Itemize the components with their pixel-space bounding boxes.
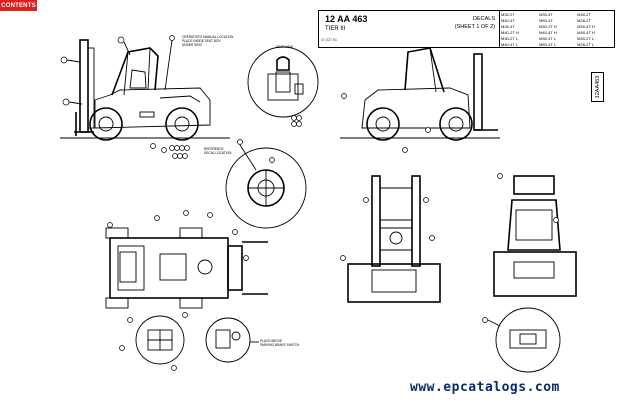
drawing-code: 07-027-91: [321, 38, 337, 42]
tier-label: TIER III: [325, 26, 346, 32]
model-row: M26-4T M30-2T H M30-4T H: [501, 24, 613, 30]
model-entry: M50-4T L: [539, 42, 557, 47]
model-entry: M26-4T: [501, 24, 515, 29]
svg-text:UNDER SEAT: UNDER SEAT: [182, 43, 202, 47]
model-entry: M50-4T H: [577, 30, 595, 35]
svg-text:DECAL LOCATION: DECAL LOCATION: [204, 151, 232, 155]
model-entry: M50-4T: [539, 18, 553, 23]
dash-detail: [119, 315, 185, 371]
model-entry: M26-2T: [577, 18, 591, 23]
sheet-label: (SHEET 1 OF 2): [454, 24, 495, 30]
steering-detail: [225, 139, 307, 229]
contents-button[interactable]: CONTENTS: [0, 0, 37, 11]
svg-text:REFERENCE: REFERENCE: [204, 147, 224, 151]
drawing-title: DECALS: [472, 16, 495, 22]
title-divider: [499, 11, 500, 48]
model-entry: M30-4T: [539, 12, 553, 17]
svg-text:SEAT VIEW: SEAT VIEW: [276, 45, 293, 49]
model-row: M40-4T M50-4T M26-2T: [501, 18, 613, 24]
forklift-top-view: [105, 210, 268, 323]
model-entry: M40-4T L: [501, 42, 519, 47]
rear-detail: [482, 307, 561, 373]
svg-text:OPERATOR'S MANUAL LOCATION: OPERATOR'S MANUAL LOCATION: [182, 35, 234, 39]
forklift-side-view-right: [340, 47, 500, 153]
model-row: M30-2T M30-4T M40-2T: [501, 12, 613, 18]
model-entry: M40-2T L: [577, 36, 595, 41]
callouts-left-view: OPERATOR'S MANUAL LOCATION PLACE INSIDE …: [60, 35, 234, 159]
forklift-rear-view: [493, 173, 577, 297]
model-entry: M30-2T L: [501, 36, 519, 41]
model-row: M30-2T L M30-4T L M40-2T L: [501, 36, 613, 42]
model-entry: M40-2T: [577, 12, 591, 17]
model-row: M40-2T H M40-4T H M50-4T H: [501, 30, 613, 36]
watermark: www.epcatalogs.com: [410, 380, 560, 395]
part-number: 12 AA 463: [325, 14, 368, 24]
svg-text:PARKING BRAKE SWITCH: PARKING BRAKE SWITCH: [260, 343, 300, 347]
seat-view-detail: SEAT VIEW: [247, 45, 319, 127]
model-entry: M40-4T: [501, 18, 515, 23]
title-block: 12 AA 463 TIER III 07-027-91 DECALS (SHE…: [318, 10, 615, 48]
model-entry: M26-2T L: [577, 42, 595, 47]
forklift-side-view-left: [60, 39, 230, 141]
model-entry: M30-4T L: [539, 36, 557, 41]
model-row: M40-4T L M50-4T L M26-2T L: [501, 42, 613, 48]
forklift-front-view: [340, 175, 441, 303]
model-entry: M40-4T H: [539, 30, 557, 35]
svg-text:PLACE INSIDE SEAT BOX: PLACE INSIDE SEAT BOX: [182, 39, 221, 43]
model-entry: M30-4T H: [577, 24, 595, 29]
model-entry: M30-2T H: [539, 24, 557, 29]
side-reference-box: 12AA463: [591, 72, 604, 102]
model-entry: M30-2T: [501, 12, 515, 17]
parking-brake-detail: PLACE ABOVE PARKING BRAKE SWITCH: [205, 317, 300, 363]
model-entry: M40-2T H: [501, 30, 519, 35]
svg-text:PLACE ABOVE: PLACE ABOVE: [260, 339, 282, 343]
